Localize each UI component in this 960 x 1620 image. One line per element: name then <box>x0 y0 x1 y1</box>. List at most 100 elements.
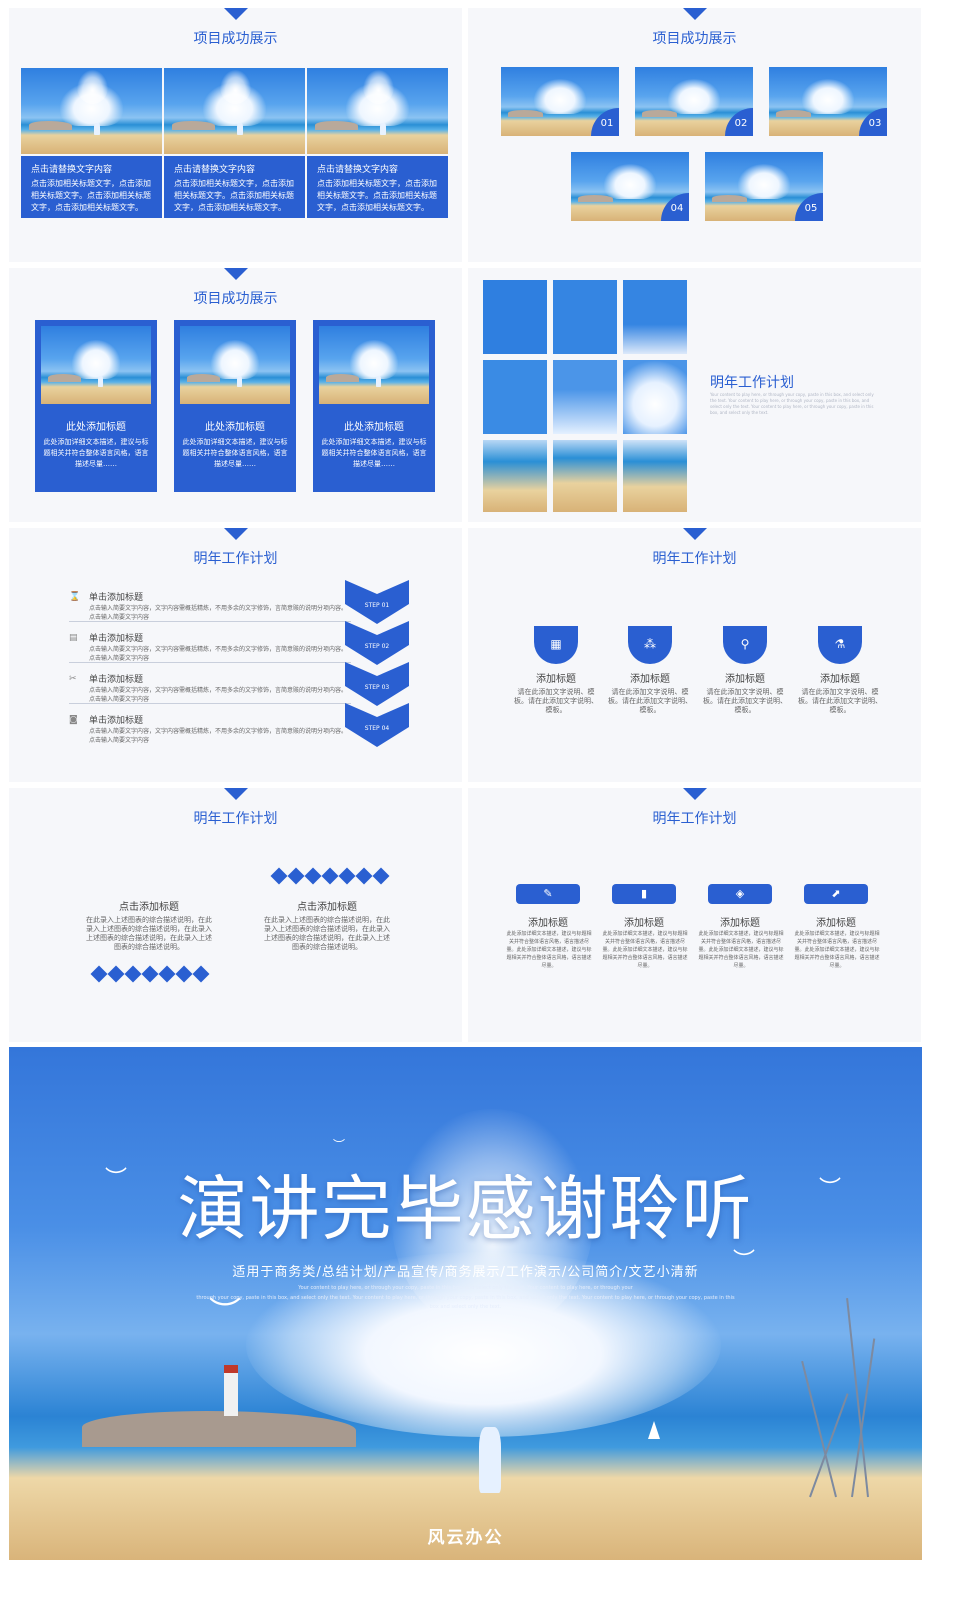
slide-thank-you: ︶ ︶ ︶ ︶ ︶ 演讲完毕感谢聆听 适用于商务类/总结计划/产品宣传/商务展示… <box>9 1047 922 1560</box>
row-title: 单击添加标题 <box>89 675 144 685</box>
item-description: 在此录入上述图表的综合描述说明，在此录入上述图表的综合描述说明，在此录入上述图表… <box>86 916 212 951</box>
grid-tile <box>623 360 687 434</box>
plan-body: Your content to play here, or through yo… <box>710 392 874 415</box>
step-label: STEP 02 <box>364 643 390 650</box>
english-text-line-2: through your copy, paste in this box, an… <box>196 1295 735 1301</box>
drops-icon: ⁂ <box>628 626 672 664</box>
seagull-icon: ︶ <box>105 1167 128 1192</box>
edit-icon: ✎ <box>516 884 580 904</box>
photo-row: 点击请替换文字内容点击添加相关标题文字，点击添加相关标题文字。点击添加相关标题文… <box>21 68 449 218</box>
column-description: 此处添加详细文本描述，建议与标题相关并符合整体语言风格，语言描述尽量。此处添加详… <box>794 931 880 969</box>
numbered-photo-01: 01 <box>501 67 619 136</box>
photo-card: 点击请替换文字内容点击添加相关标题文字，点击添加相关标题文字。点击添加相关标题文… <box>21 68 162 218</box>
english-text-line-3: box and select only the text. <box>429 1304 502 1310</box>
beach-photo <box>41 326 151 404</box>
grid-tile <box>483 440 547 512</box>
number-badge: 01 <box>591 108 619 136</box>
numbered-photo-05: 05 <box>705 152 823 221</box>
diamond-row-top <box>270 867 391 885</box>
slide-title: 明年工作计划 <box>193 551 278 567</box>
slide-steps: 明年工作计划 ⌛ 单击添加标题 点击输入简要文字内容，文字内容需概括精炼，不用多… <box>9 528 462 782</box>
beach-photo <box>180 326 290 404</box>
column-title: 添加标题 <box>630 674 670 685</box>
photo-caption: 点击请替换文字内容点击添加相关标题文字，点击添加相关标题文字。点击添加相关标题文… <box>21 156 162 218</box>
title-marker <box>223 788 248 800</box>
title-marker <box>682 528 707 540</box>
camera-icon: ◙ <box>69 715 78 725</box>
row-title: 单击添加标题 <box>89 593 144 603</box>
step-label: STEP 01 <box>364 602 390 609</box>
column-title: 添加标题 <box>624 918 664 929</box>
row-description: 点击输入简要文字内容，文字内容需概括精炼，不用多余的文字修饰，言简意赅的说明分项… <box>89 646 348 662</box>
slide-icon-columns: 明年工作计划 ✎ ▮ ◈ ⬈ 添加标题 添加标题 添加标题 添加标题 此处添加详… <box>468 788 921 1042</box>
slide-project-showcase-3: 项目成功展示 此处添加标题 此处添加详细文本描述，建议与标题相关并符合整体语言风… <box>9 268 462 522</box>
cloud-illustration <box>246 1252 722 1437</box>
seagull-icon: ︶ <box>733 1249 756 1274</box>
column-description: 请在此添加文字说明、模板。请在此添加文字说明、模板。 <box>514 688 598 714</box>
column-title: 添加标题 <box>816 918 856 929</box>
mosaic-grid <box>483 280 687 512</box>
tools-icon: ✂ <box>69 674 77 684</box>
seagull-icon: ︶ <box>209 1294 242 1332</box>
title-marker <box>682 8 707 20</box>
step-chevron-3: STEP 03 <box>345 662 409 706</box>
plan-title: 明年工作计划 <box>710 375 794 391</box>
column-description: 此处添加详细文本描述，建议与标题相关并符合整体语言风格，语言描述尽量。此处添加详… <box>602 931 688 969</box>
slide-project-showcase-2: 项目成功展示 01 02 03 04 05 <box>468 8 921 262</box>
reed-illustration <box>801 1360 837 1498</box>
step-row-2: ▤ 单击添加标题 点击输入简要文字内容，文字内容需概括精炼，不用多余的文字修饰，… <box>69 633 351 663</box>
girl-illustration <box>479 1426 502 1494</box>
numbered-photo-02: 02 <box>635 67 753 136</box>
slide-title: 明年工作计划 <box>193 811 278 827</box>
grid-tile <box>553 280 617 354</box>
row-title: 单击添加标题 <box>89 716 144 726</box>
photo-card: 点击请替换文字内容点击添加相关标题文字，点击添加相关标题文字。点击添加相关标题文… <box>164 68 305 218</box>
number-badge: 04 <box>661 193 689 221</box>
grid-tile <box>553 360 617 434</box>
card-title: 此处添加标题 <box>205 422 265 433</box>
beach-photo <box>164 68 305 154</box>
column-description: 此处添加详细文本描述，建议与标题相关并符合整体语言风格，语言描述尽量。此处添加详… <box>698 931 784 969</box>
feature-card: 此处添加标题 此处添加详细文本描述，建议与标题相关并符合整体语言风格，语言描述尽… <box>313 320 435 492</box>
row-title: 单击添加标题 <box>89 634 144 644</box>
item-title: 点击添加标题 <box>119 902 179 913</box>
slide-project-showcase-1: 项目成功展示 点击请替换文字内容点击添加相关标题文字，点击添加相关标题文字。点击… <box>9 8 462 262</box>
bar-chart-icon: ▮ <box>612 884 676 904</box>
number-badge: 02 <box>725 108 753 136</box>
slide-title: 项目成功展示 <box>193 291 278 307</box>
column-title: 添加标题 <box>536 674 576 685</box>
photo-card: 点击请替换文字内容点击添加相关标题文字，点击添加相关标题文字。点击添加相关标题文… <box>307 68 448 218</box>
step-row-4: ◙ 单击添加标题 点击输入简要文字内容，文字内容需概括精炼，不用多余的文字修饰，… <box>69 715 351 745</box>
item-title: 点击添加标题 <box>297 902 357 913</box>
card-description: 此处添加详细文本描述，建议与标题相关并符合整体语言风格，语言描述尽量…… <box>43 438 149 468</box>
slide-diamond-text: 明年工作计划 点击添加标题 在此录入上述图表的综合描述说明，在此录入上述图表的综… <box>9 788 462 1042</box>
slide-four-columns: 明年工作计划 ▦ ⁂ ⚲ ⚗ 添加标题 添加标题 添加标题 添加标题 请在此添加… <box>468 528 921 782</box>
step-chevron-4: STEP 04 <box>345 703 409 747</box>
title-marker <box>223 528 248 540</box>
column-title: 添加标题 <box>720 918 760 929</box>
beach-photo <box>319 326 429 404</box>
feature-card: 此处添加标题 此处添加详细文本描述，建议与标题相关并符合整体语言风格，语言描述尽… <box>174 320 296 492</box>
slide-title: 明年工作计划 <box>652 811 737 827</box>
grid-tile <box>623 280 687 354</box>
step-chevron-2: STEP 02 <box>345 621 409 665</box>
search-icon: ⚲ <box>723 626 767 664</box>
seagull-icon: ︶ <box>819 1177 842 1202</box>
grid-tile <box>623 440 687 512</box>
growth-chart-icon: ⬈ <box>804 884 868 904</box>
step-chevron-1: STEP 01 <box>345 580 409 624</box>
grid-tile <box>483 360 547 434</box>
sailboat-illustration <box>648 1421 661 1440</box>
numbered-photo-04: 04 <box>571 152 689 221</box>
row-description: 点击输入简要文字内容，文字内容需概括精炼，不用多余的文字修饰，言简意赅的说明分项… <box>89 687 348 703</box>
column-description: 此处添加详细文本描述，建议与标题相关并符合整体语言风格，语言描述尽量。此处添加详… <box>506 931 592 969</box>
brand-logo-text: 风云办公 <box>427 1528 504 1548</box>
hourglass-icon: ⌛ <box>69 592 81 602</box>
slide-photo-grid: 明年工作计划 Your content to play here, or thr… <box>468 268 921 522</box>
book-icon: ▦ <box>534 626 578 664</box>
slide-title: 项目成功展示 <box>193 31 278 47</box>
number-badge: 05 <box>795 193 823 221</box>
step-label: STEP 03 <box>364 684 390 691</box>
grid-tile <box>553 440 617 512</box>
column-title: 添加标题 <box>528 918 568 929</box>
